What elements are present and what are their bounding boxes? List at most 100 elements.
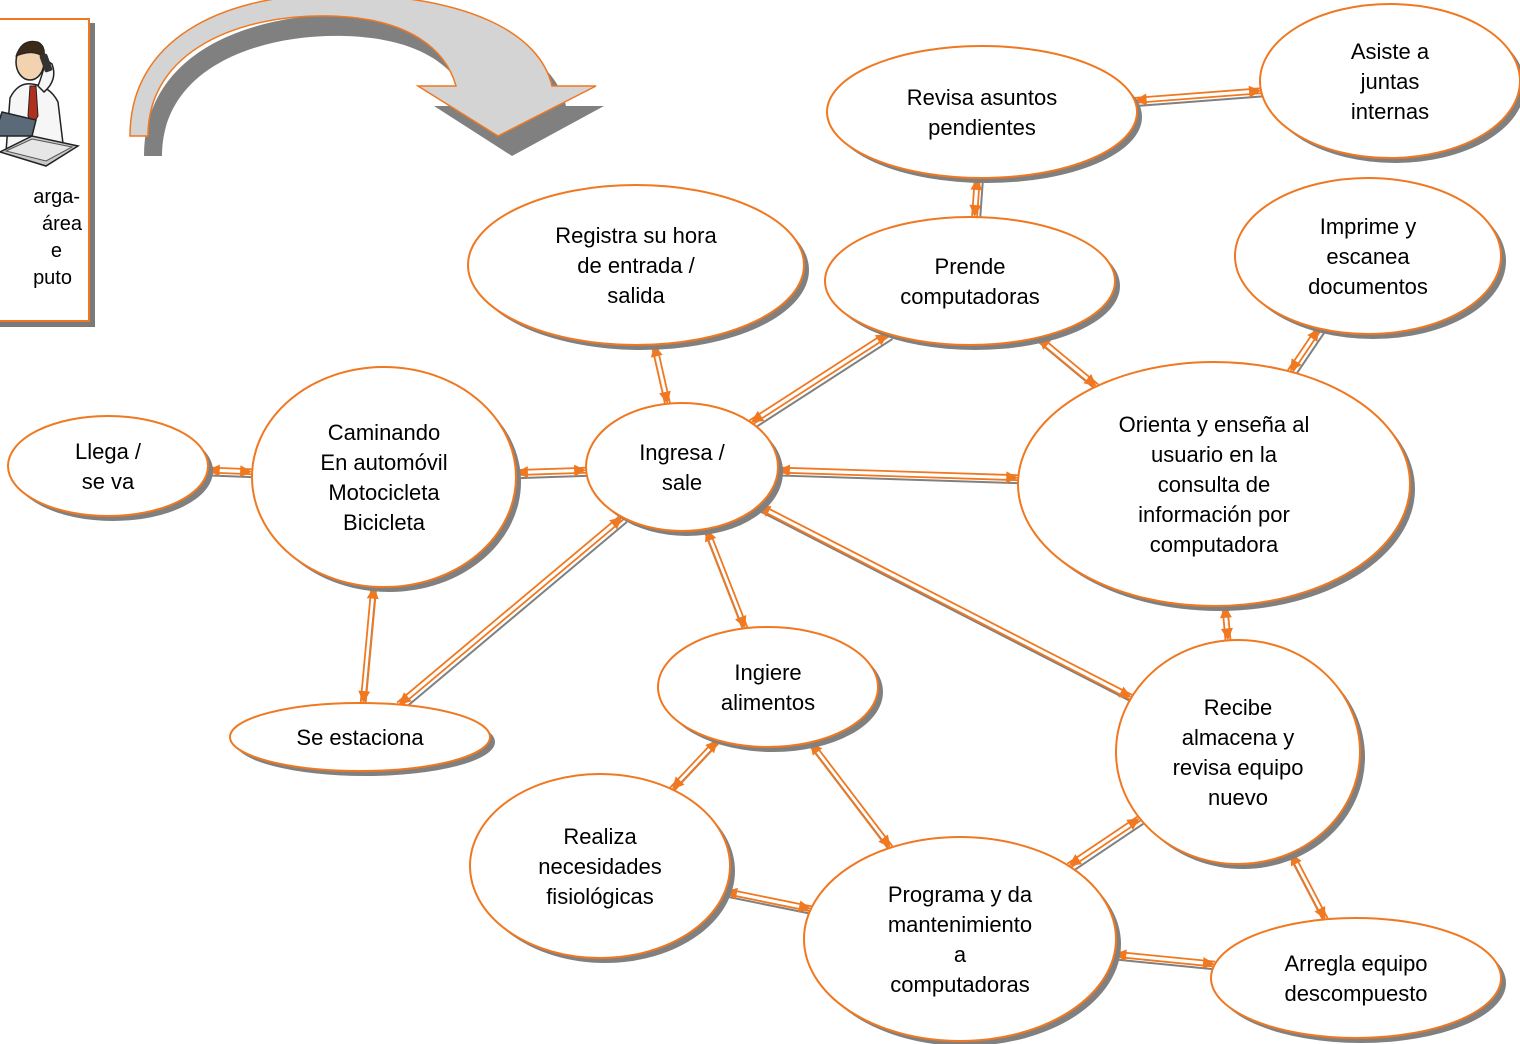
arrowhead-icon — [970, 177, 983, 191]
edge-double-arrow — [1035, 334, 1099, 393]
node-label-line: descompuesto — [1284, 981, 1427, 1006]
node-label-line: Recibe — [1204, 695, 1272, 720]
caption-line: arga- — [33, 186, 80, 208]
node-ellipse — [229, 702, 491, 772]
node-label-line: Imprime y — [1320, 214, 1417, 239]
arrowhead-icon — [1006, 471, 1019, 484]
node-label-line: consulta de — [1158, 472, 1271, 497]
arrowhead-icon — [705, 740, 718, 754]
arrowhead-icon — [1126, 818, 1140, 830]
node-label-line: Ingresa / — [639, 440, 725, 465]
arrowhead-icon — [969, 204, 982, 218]
arrowhead-icon — [398, 692, 412, 705]
node-llega: Llega / se va — [7, 415, 213, 521]
arrowhead-icon — [659, 390, 671, 404]
node-imprime: Imprime y escanea documentos — [1234, 177, 1506, 339]
node-label-line: sale — [662, 470, 702, 495]
edge-double-arrow — [756, 502, 1134, 704]
edge-double-arrow — [749, 330, 894, 429]
edge-double-arrow — [650, 343, 671, 408]
arrowhead-icon — [1068, 854, 1083, 866]
node-label-line: computadoras — [900, 284, 1039, 309]
node-asiste: Asiste a juntas internas — [1259, 3, 1520, 163]
node-label-line: Programa y da — [888, 882, 1033, 907]
node-label-line: Orienta y enseña al — [1119, 412, 1310, 437]
arrowhead-icon — [515, 466, 529, 479]
arrowhead-icon — [671, 776, 685, 790]
arrowhead-icon — [750, 410, 765, 423]
node-label-line: computadora — [1150, 532, 1279, 557]
node-label-line: computadoras — [890, 972, 1029, 997]
node-label-line: Registra su hora — [555, 223, 717, 248]
node-label-line: de entrada / — [577, 253, 695, 278]
node-label-line: fisiológicas — [546, 884, 654, 909]
caption-line: puto — [33, 267, 72, 289]
arrowhead-icon — [1314, 905, 1326, 920]
person-at-computer-image — [0, 18, 90, 172]
edge-double-arrow — [724, 887, 814, 916]
node-ellipse — [1115, 639, 1361, 865]
node-ellipse — [826, 45, 1138, 179]
arrowhead-icon — [1248, 85, 1262, 98]
node-estaciona: Se estaciona — [229, 702, 495, 776]
arrowhead-icon — [798, 900, 812, 913]
node-ellipse — [585, 402, 779, 532]
person-icon — [0, 40, 80, 167]
node-label-line: nuevo — [1208, 785, 1268, 810]
edges-layer — [207, 85, 1329, 971]
node-prende: Prende computadoras — [824, 216, 1120, 350]
node-label-line: se va — [82, 469, 135, 494]
node-label-line: Llega / — [75, 439, 142, 464]
node-label-line: Asiste a — [1351, 39, 1430, 64]
node-label-line: Prende — [935, 254, 1006, 279]
arrowhead-icon — [1118, 686, 1132, 698]
node-label-line: juntas — [1360, 69, 1420, 94]
edge-double-arrow — [669, 738, 721, 792]
arrowhead-icon — [207, 464, 220, 477]
arrowhead-icon — [874, 333, 889, 346]
node-label-line: salida — [607, 283, 665, 308]
edge-double-arrow — [396, 514, 628, 711]
edge-double-arrow — [1287, 851, 1329, 924]
caption-line: área — [41, 213, 82, 235]
node-label-line: alimentos — [721, 690, 815, 715]
node-ellipse — [803, 836, 1117, 1042]
node-label-line: Se estaciona — [296, 725, 424, 750]
node-label-line: Caminando — [328, 420, 441, 445]
arrowhead-icon — [1289, 358, 1302, 372]
node-label-line: necesidades — [538, 854, 662, 879]
node-label-line: Realiza — [563, 824, 637, 849]
edge-double-arrow — [1220, 605, 1233, 644]
arrowhead-icon — [735, 614, 747, 629]
node-ingresa: Ingresa / sale — [585, 402, 783, 536]
caption-box: arga- área e puto — [0, 170, 90, 322]
node-ellipse — [1210, 917, 1502, 1039]
node-ellipse — [1017, 361, 1411, 607]
arrowhead-icon — [366, 586, 379, 600]
arrowhead-icon — [1202, 956, 1215, 969]
edge-double-arrow — [207, 464, 256, 479]
node-ellipse — [657, 626, 879, 748]
arrowhead-icon — [609, 517, 623, 530]
node-label-line: escanea — [1326, 244, 1410, 269]
arrowhead-icon — [1114, 949, 1127, 962]
edge-double-arrow — [703, 527, 749, 633]
node-ellipse — [824, 216, 1116, 346]
node-ellipse — [251, 366, 517, 588]
node-realiza: Realiza necesidades fisiológicas — [469, 773, 735, 963]
edge-double-arrow — [807, 740, 894, 853]
node-registra: Registra su hora de entrada / salida — [467, 184, 809, 350]
arrowhead-icon — [1220, 605, 1232, 619]
node-label-line: documentos — [1308, 274, 1428, 299]
arrowhead-icon — [1307, 328, 1320, 342]
node-label-line: En automóvil — [320, 450, 447, 475]
arrowhead-icon — [239, 465, 253, 478]
node-label-line: pendientes — [928, 115, 1036, 140]
node-label-line: internas — [1351, 99, 1429, 124]
